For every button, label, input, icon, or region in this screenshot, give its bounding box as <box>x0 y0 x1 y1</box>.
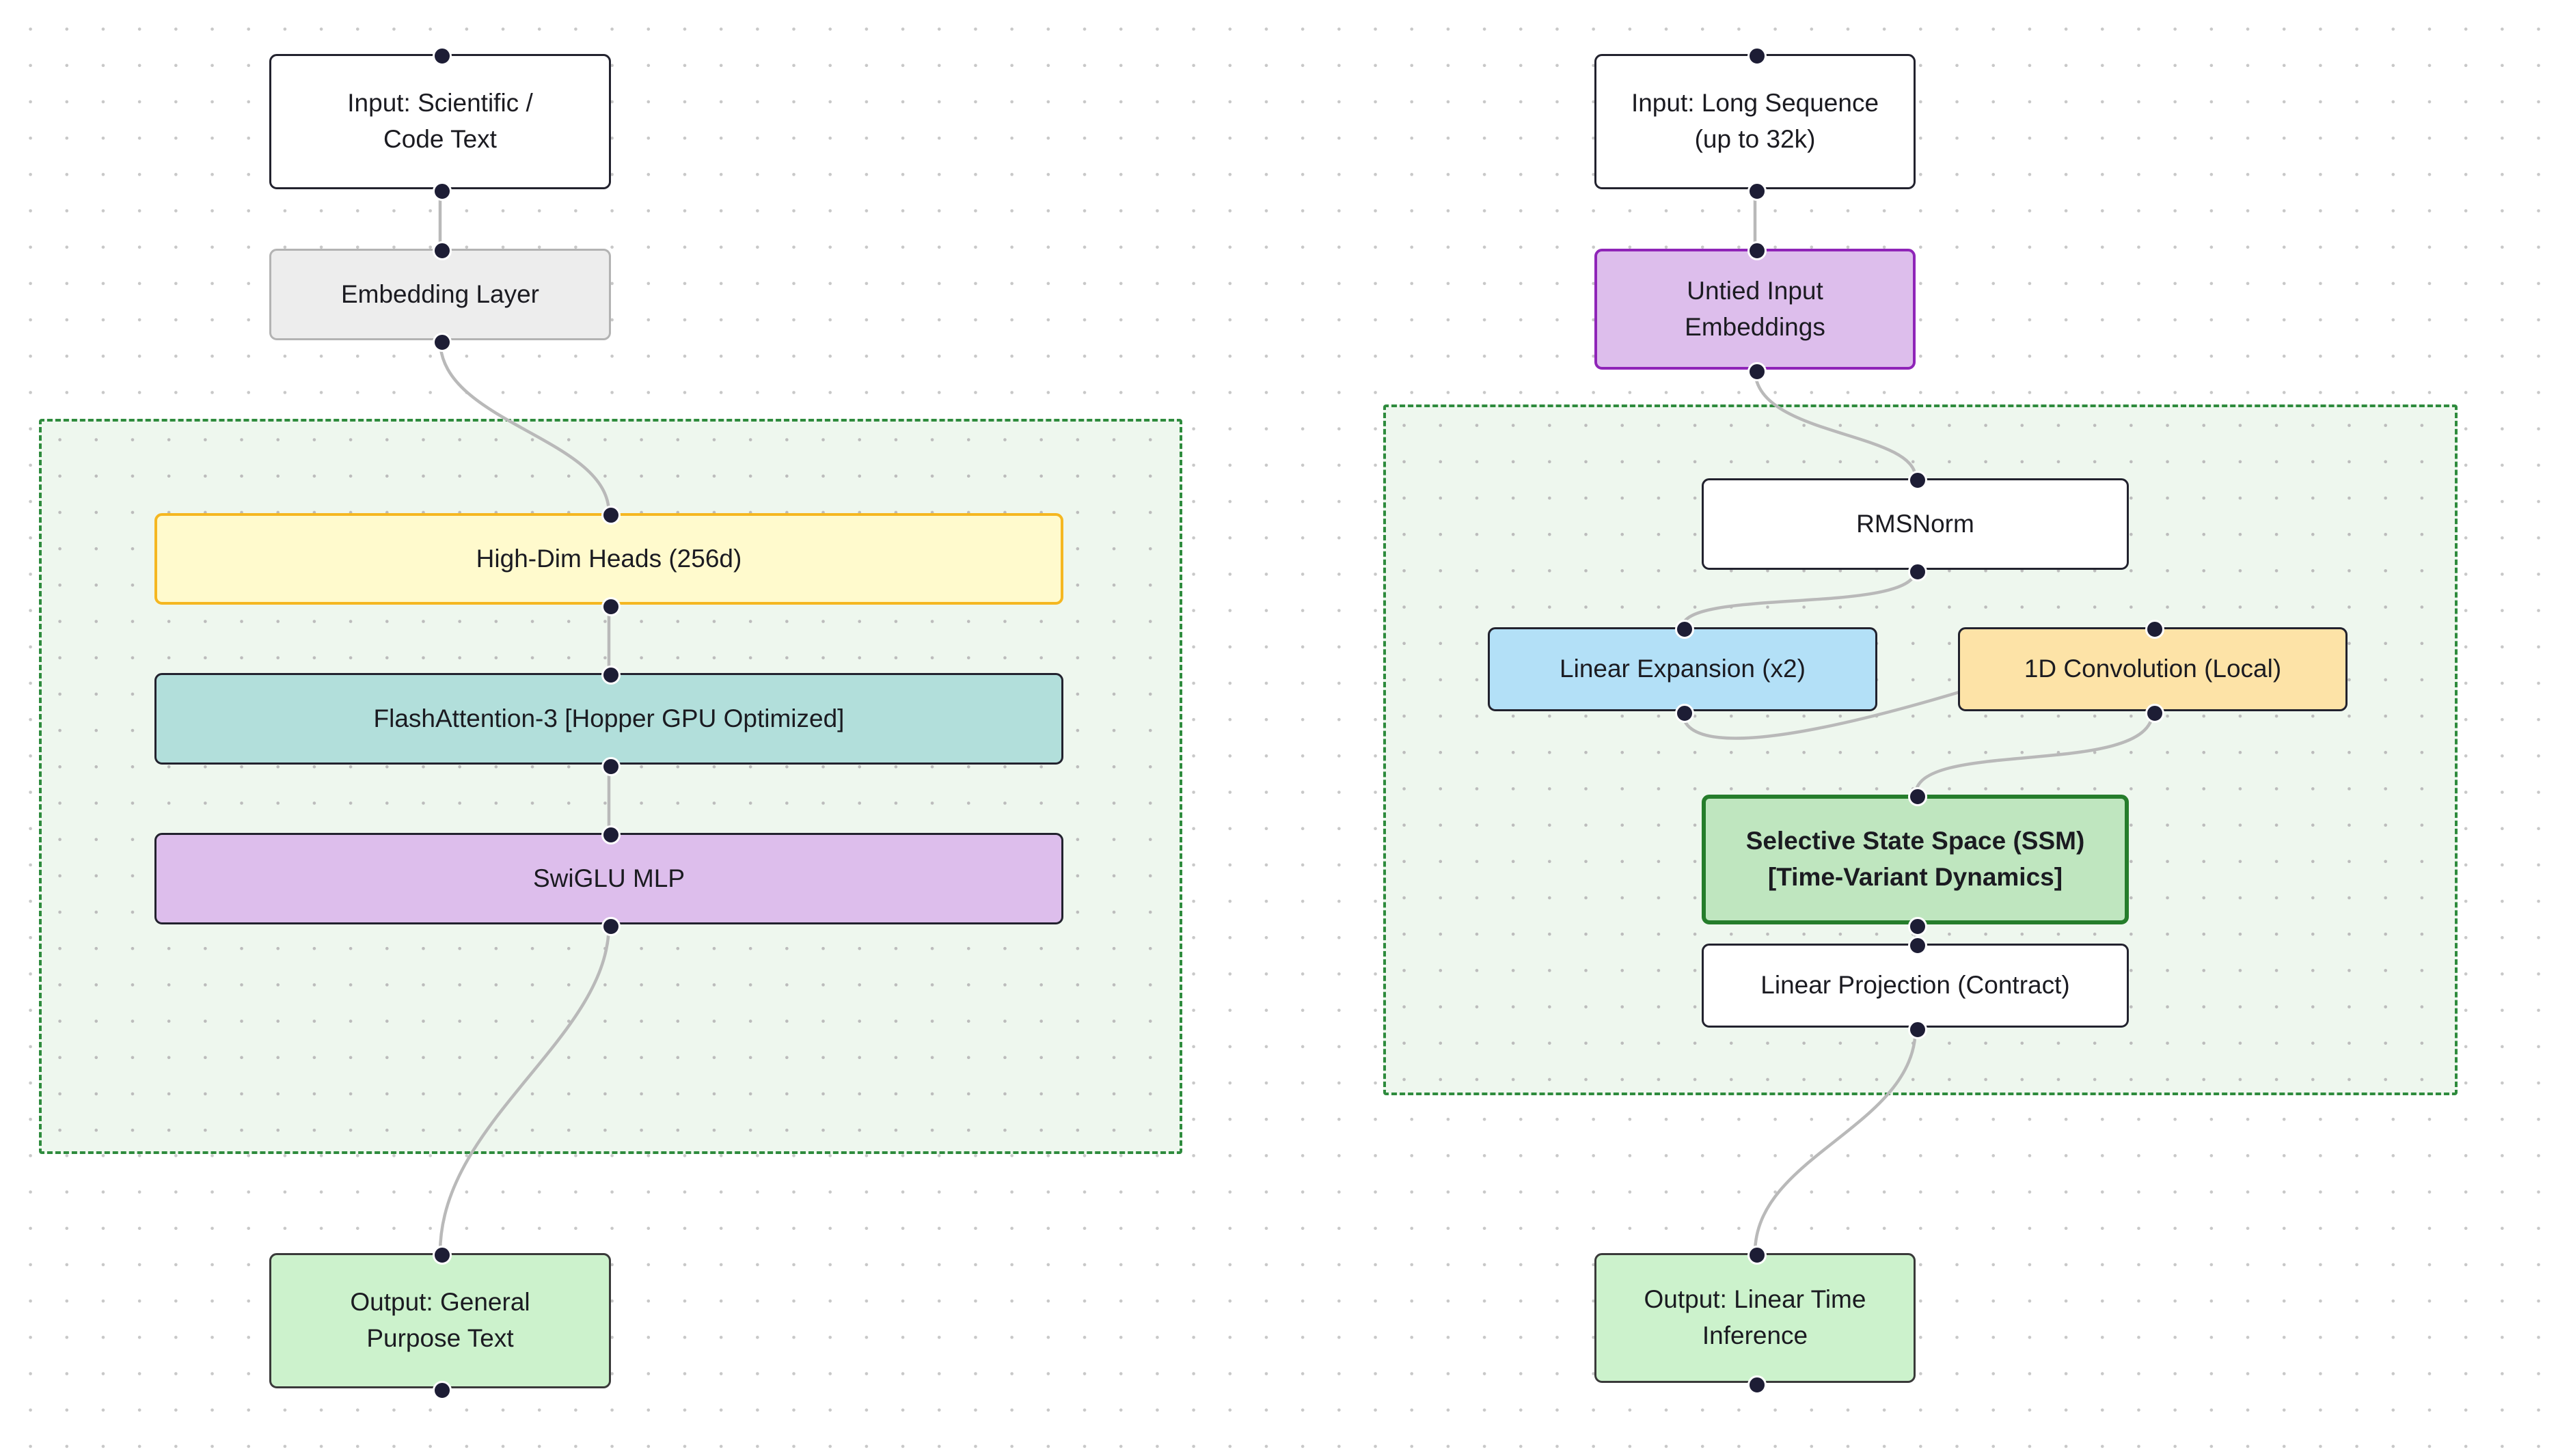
node-l-embed[interactable]: Embedding Layer <box>269 249 611 340</box>
handle-bottom-r-ssm[interactable] <box>1907 917 1927 936</box>
node-r-rmsnorm[interactable]: RMSNorm <box>1702 478 2129 570</box>
handle-top-l-heads[interactable] <box>601 506 621 525</box>
node-label-l-swiglu: SwiGLU MLP <box>532 864 685 892</box>
node-l-heads[interactable]: High-Dim Heads (256d) <box>154 513 1063 605</box>
node-label-l-flash: FlashAttention-3 [Hopper GPU Optimized] <box>373 704 845 732</box>
handle-top-r-input[interactable] <box>1747 46 1767 66</box>
node-label-l-heads: High-Dim Heads (256d) <box>476 544 742 573</box>
node-r-output[interactable]: Output: Linear Time Inference <box>1594 1253 1916 1383</box>
node-r-ssm[interactable]: Selective State Space (SSM) [Time-Varian… <box>1702 795 2129 924</box>
node-label-r-rmsnorm: RMSNorm <box>1856 509 1974 538</box>
handle-top-r-linproj[interactable] <box>1907 936 1927 955</box>
handle-top-r-linexp[interactable] <box>1675 620 1694 639</box>
node-label-r-linexp: Linear Expansion (x2) <box>1560 655 1806 683</box>
handle-top-l-swiglu[interactable] <box>601 825 621 844</box>
handle-bottom-l-embed[interactable] <box>433 333 452 352</box>
node-r-untied[interactable]: Untied Input Embeddings <box>1594 249 1916 370</box>
handle-bottom-r-input[interactable] <box>1747 182 1767 201</box>
handle-top-l-input[interactable] <box>433 46 452 66</box>
handle-top-r-ssm[interactable] <box>1907 787 1927 806</box>
handle-bottom-r-conv[interactable] <box>2145 704 2164 723</box>
node-l-input[interactable]: Input: Scientific / Code Text <box>269 54 611 189</box>
handle-bottom-l-heads[interactable] <box>601 597 621 616</box>
node-label-l-input: Input: Scientific / Code Text <box>347 89 533 153</box>
node-label-r-output: Output: Linear Time Inference <box>1644 1285 1866 1349</box>
node-r-linexp[interactable]: Linear Expansion (x2) <box>1488 627 1877 711</box>
handle-bottom-l-swiglu[interactable] <box>601 917 621 936</box>
node-label-l-embed: Embedding Layer <box>340 279 540 308</box>
handle-bottom-r-linproj[interactable] <box>1907 1020 1927 1039</box>
node-l-output[interactable]: Output: General Purpose Text <box>269 1253 611 1388</box>
node-label-l-output: Output: General Purpose Text <box>350 1288 530 1352</box>
node-label-r-untied: Untied Input Embeddings <box>1685 276 1825 341</box>
handle-top-r-rmsnorm[interactable] <box>1907 471 1927 490</box>
handle-bottom-r-untied[interactable] <box>1747 362 1767 381</box>
node-label-r-ssm: Selective State Space (SSM) [Time-Varian… <box>1745 827 2085 891</box>
handle-bottom-l-flash[interactable] <box>601 757 621 776</box>
handle-top-l-embed[interactable] <box>433 241 452 260</box>
node-label-r-conv: 1D Convolution (Local) <box>2024 655 2282 683</box>
handle-top-l-output[interactable] <box>433 1246 452 1265</box>
handle-bottom-l-input[interactable] <box>433 182 452 201</box>
handle-bottom-r-output[interactable] <box>1747 1375 1767 1395</box>
handle-top-r-conv[interactable] <box>2145 620 2164 639</box>
node-r-conv[interactable]: 1D Convolution (Local) <box>1958 627 2348 711</box>
handle-top-r-untied[interactable] <box>1747 241 1767 260</box>
handle-bottom-r-rmsnorm[interactable] <box>1907 562 1927 581</box>
node-label-r-input: Input: Long Sequence (up to 32k) <box>1631 89 1879 153</box>
node-label-r-linproj: Linear Projection (Contract) <box>1760 971 2070 1000</box>
handle-bottom-l-output[interactable] <box>433 1381 452 1400</box>
node-r-linproj[interactable]: Linear Projection (Contract) <box>1702 944 2129 1028</box>
handle-bottom-r-linexp[interactable] <box>1675 704 1694 723</box>
node-r-input[interactable]: Input: Long Sequence (up to 32k) <box>1594 54 1916 189</box>
handle-top-r-output[interactable] <box>1747 1246 1767 1265</box>
node-l-swiglu[interactable]: SwiGLU MLP <box>154 833 1063 924</box>
node-l-flash[interactable]: FlashAttention-3 [Hopper GPU Optimized] <box>154 673 1063 765</box>
handle-top-l-flash[interactable] <box>601 665 621 685</box>
